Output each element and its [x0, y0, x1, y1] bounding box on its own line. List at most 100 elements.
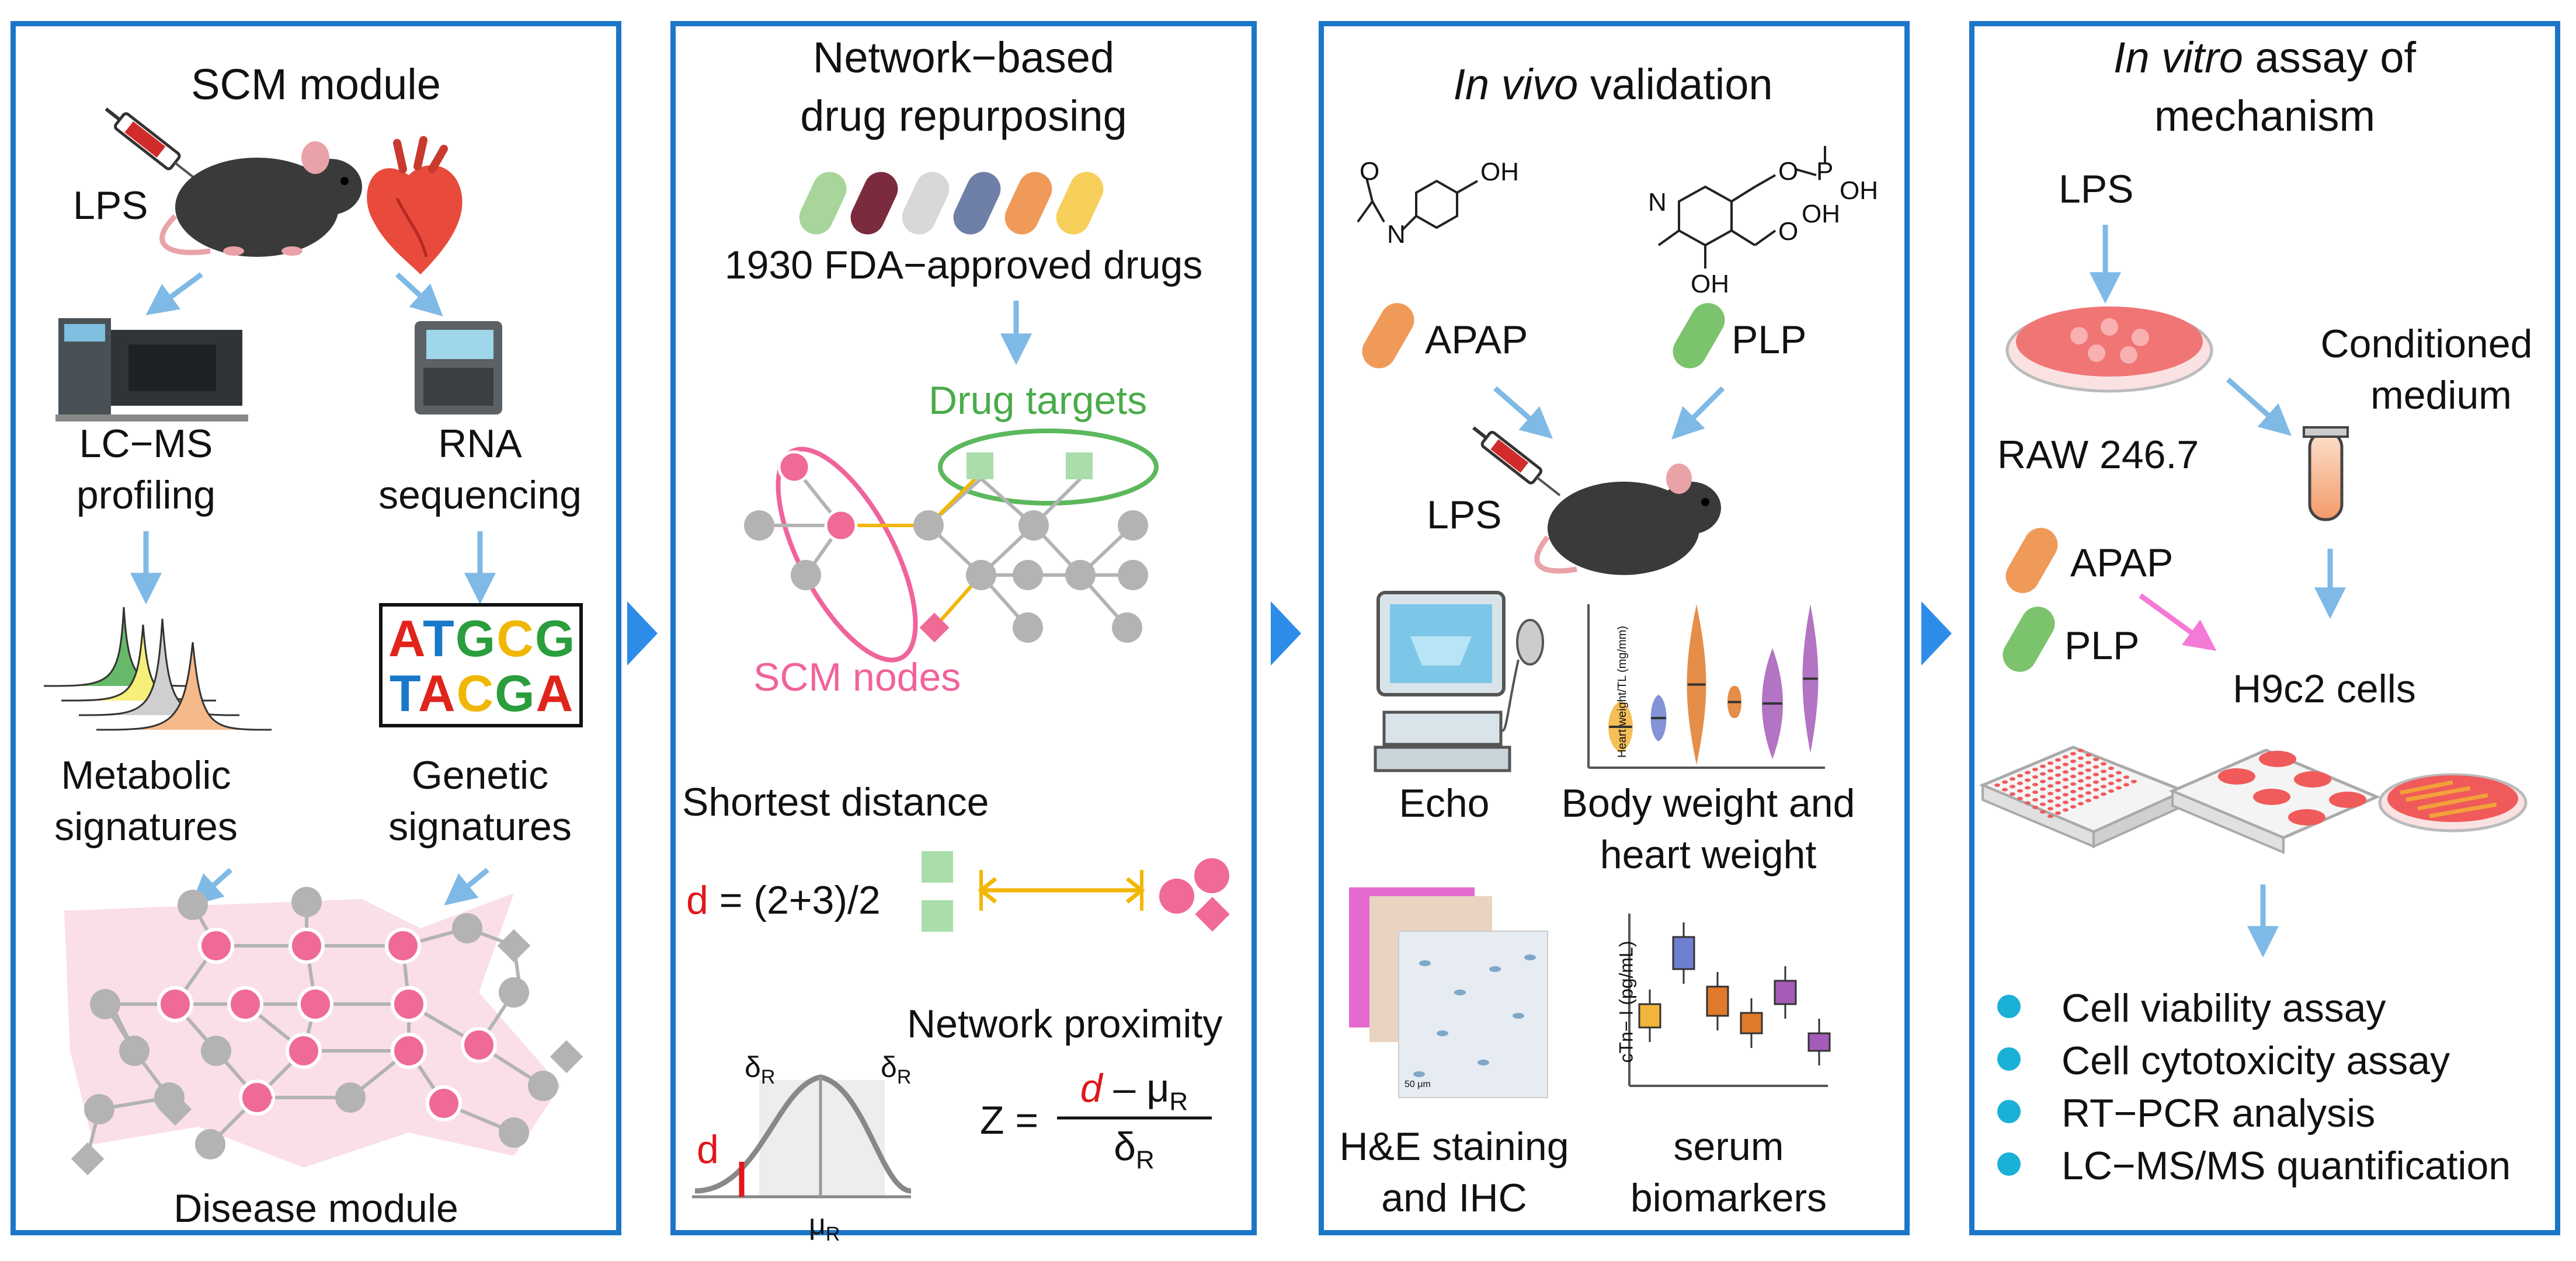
violin-plot [1587, 604, 1825, 769]
plp-label: PLP [2064, 623, 2140, 668]
well [2055, 811, 2061, 815]
subscript-r: R [825, 1223, 840, 1245]
rna-label-line2: sequencing [378, 473, 582, 517]
well [2055, 788, 2061, 792]
well [2093, 780, 2099, 784]
mouse-icon [1534, 464, 1721, 575]
well [2063, 755, 2069, 759]
plp-structure [1657, 146, 1826, 269]
well [2025, 778, 2031, 782]
delta-symbol: δ [745, 1051, 761, 1084]
well [2047, 807, 2053, 811]
well [2078, 771, 2084, 775]
well [2047, 792, 2053, 796]
base: T [423, 609, 456, 667]
well [2025, 771, 2031, 775]
well [2040, 787, 2046, 791]
scale-bar-label: 50 μm [1405, 1079, 1431, 1089]
drug-repurposing-title-line2: drug repurposing [800, 92, 1127, 140]
well [2078, 748, 2084, 753]
well [2025, 793, 2031, 797]
well [2055, 758, 2061, 762]
body-weight-label-line1: Body weight and [1561, 781, 1855, 825]
assay-item: LC−MS/MS quantification [2062, 1144, 2511, 1188]
histology-images [1349, 887, 1548, 1098]
subscript-r: R [760, 1066, 776, 1088]
delta-r-left: δR [745, 1053, 775, 1087]
assay-item: RT−PCR analysis [2062, 1091, 2376, 1135]
well [2116, 786, 2122, 790]
box [1740, 1012, 1763, 1034]
well [2070, 790, 2076, 793]
assay-item: Cell cytotoxicity assay [2062, 1039, 2450, 1083]
lps-label: LPS [1427, 493, 1502, 537]
d-marker-label: d [697, 1127, 719, 1172]
well [2070, 797, 2076, 801]
well [2040, 772, 2046, 776]
well [2063, 800, 2069, 804]
num-mu: – μ [1102, 1066, 1170, 1110]
well [2108, 767, 2114, 770]
lps-label: LPS [73, 183, 148, 228]
well [2078, 794, 2084, 798]
well [2101, 792, 2106, 796]
base: C [496, 609, 535, 667]
well [2108, 774, 2114, 778]
well [2131, 779, 2137, 783]
well [2055, 803, 2061, 807]
flow-arrow-3 [1921, 601, 1952, 666]
apap-capsule-icon [2005, 528, 2058, 593]
metabolic-label-line2: signatures [54, 804, 238, 849]
syringe-icon [105, 107, 201, 184]
metabolic-label-line1: Metabolic [61, 753, 231, 797]
phosphorus-label: P [1816, 157, 1834, 186]
apap-label: APAP [1425, 318, 1528, 362]
body-weight-label-line2: heart weight [1600, 832, 1817, 877]
subscript-r: R [1136, 1145, 1155, 1175]
base: C [456, 664, 495, 722]
title-rest: validation [1578, 60, 1773, 109]
lcms-instrument-icon [55, 318, 248, 422]
shortest-distance-schematic [922, 851, 1230, 932]
well [2055, 765, 2061, 769]
well [2063, 770, 2069, 774]
violin-ylabel: Heart weight/TL (mg/mm) [1615, 626, 1629, 758]
well [2010, 777, 2015, 781]
drug-capsules-icon [799, 172, 1104, 235]
oh-label: OH [1480, 158, 1519, 186]
box [1672, 936, 1695, 970]
well-plates-icon [1979, 746, 2528, 855]
echo-machine-icon [1374, 591, 1544, 772]
den-delta: δ [1114, 1124, 1136, 1169]
dna-sequence: ATGCG TACGA [388, 613, 575, 719]
well [2070, 775, 2076, 778]
mu-symbol: μ [809, 1208, 826, 1241]
plp-capsule-icon [2003, 607, 2055, 672]
well [2063, 762, 2069, 767]
well [2032, 775, 2038, 779]
box [1807, 1032, 1831, 1052]
shortest-distance-label: Shortest distance [682, 780, 989, 824]
well [2078, 764, 2084, 768]
bullet-icon [1997, 995, 2021, 1018]
well [2063, 785, 2069, 789]
apap-label: APAP [2070, 541, 2174, 585]
well [2047, 784, 2053, 788]
h9c2-label: H9c2 cells [2233, 667, 2416, 711]
well [2040, 802, 2046, 806]
in-vitro-title-line2: mechanism [2154, 92, 2376, 140]
in-vitro-title-line1: In vitro assay of [2113, 36, 2416, 79]
well [2010, 785, 2015, 789]
fda-drugs-label: 1930 FDA−approved drugs [724, 243, 1203, 287]
genetic-label-line1: Genetic [411, 753, 549, 797]
echo-label: Echo [1399, 781, 1490, 825]
well [2116, 778, 2122, 782]
d-symbol: d [686, 878, 708, 922]
null-distribution-curve [692, 1074, 1212, 1199]
well [2017, 781, 2023, 785]
syringe-icon [1472, 426, 1561, 497]
well [2085, 791, 2091, 795]
base: A [388, 609, 423, 667]
rna-label-line1: RNA [438, 422, 522, 466]
